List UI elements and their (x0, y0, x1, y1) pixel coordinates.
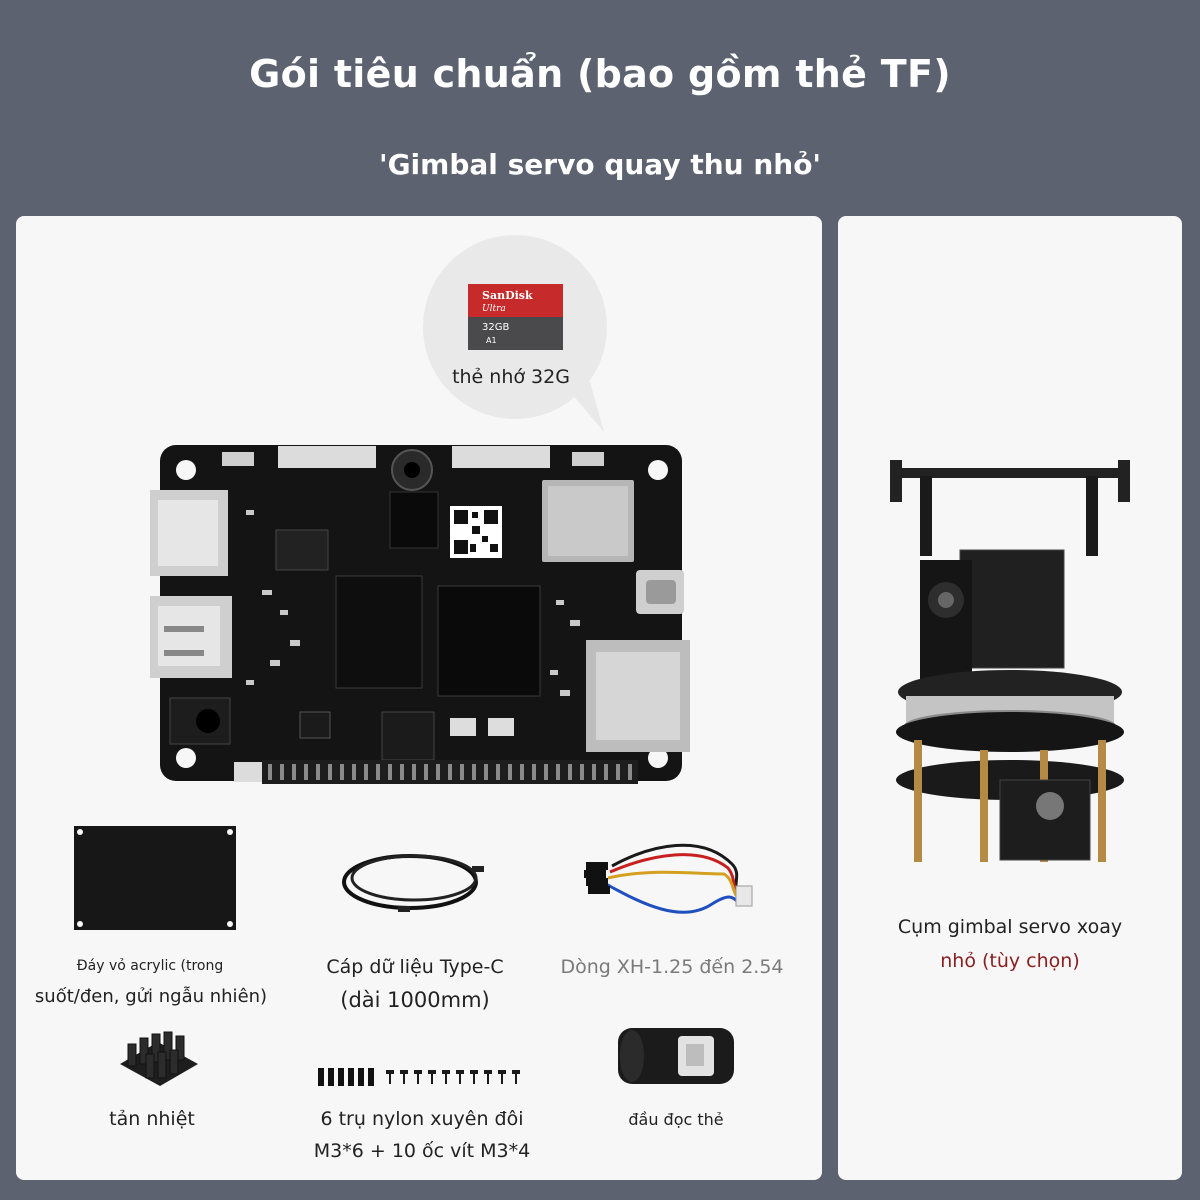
sd-class: A1 (486, 336, 497, 345)
page-subtitle: 'Gimbal servo quay thu nhỏ' (379, 148, 821, 181)
sd-card-image: SanDisk Ultra 32GB A1 (468, 284, 563, 350)
gimbal-image (890, 460, 1130, 900)
xh-cable-image (582, 834, 762, 930)
sd-card-label: thẻ nhớ 32G (452, 366, 570, 388)
card-reader-label: đầu đọc thẻ (628, 1110, 724, 1129)
gimbal-label-1: Cụm gimbal servo xoay (897, 916, 1123, 938)
sd-model: Ultra (482, 304, 506, 314)
nylon-screws-label-1: 6 trụ nylon xuyên đôi (320, 1108, 524, 1130)
sd-capacity: 32GB (482, 322, 509, 333)
gimbal-panel: Cụm gimbal servo xoay nhỏ (tùy chọn) (838, 216, 1182, 1180)
xh-cable-label: Dòng XH-1.25 đến 2.54 (560, 956, 784, 978)
nylon-screws-label-2: M3*6 + 10 ốc vít M3*4 (313, 1140, 531, 1162)
typec-cable-image (334, 848, 496, 916)
typec-cable-label-2: (dài 1000mm) (340, 988, 490, 1012)
gimbal-label-2: nhỏ (tùy chọn) (940, 950, 1080, 972)
acrylic-base-label-1: Đáy vỏ acrylic (trong (76, 958, 224, 974)
card-reader-image (618, 1024, 734, 1088)
sd-brand: SanDisk (482, 289, 533, 302)
k230-board (150, 440, 690, 790)
heatsink-label: tản nhiệt (109, 1108, 195, 1130)
heatsink-image (110, 1024, 206, 1096)
acrylic-base-image (74, 826, 236, 930)
standard-package-panel: SanDisk Ultra 32GB A1 thẻ nhớ 32G (16, 216, 822, 1180)
nylon-screws-image (316, 1066, 532, 1088)
typec-cable-label-1: Cáp dữ liệu Type-C (326, 956, 504, 978)
page-title: Gói tiêu chuẩn (bao gồm thẻ TF) (249, 52, 951, 96)
acrylic-base-label-2: suốt/đen, gửi ngẫu nhiên) (34, 986, 268, 1007)
